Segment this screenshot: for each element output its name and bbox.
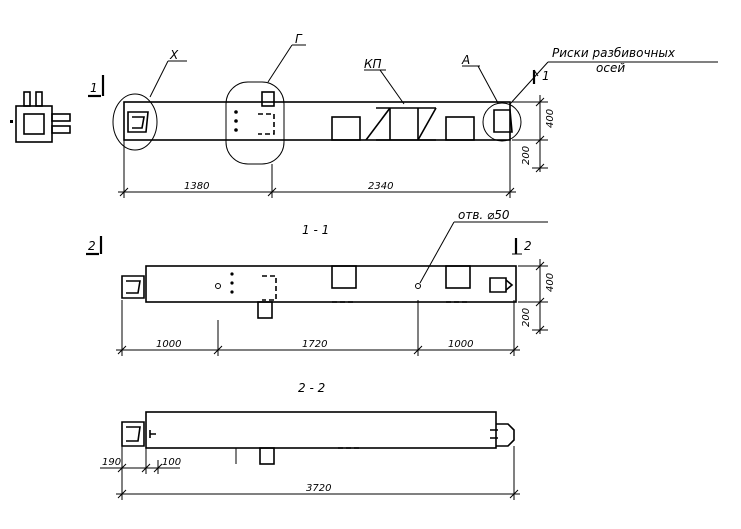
section-mark-2-left: 2 — [86, 236, 103, 256]
view1-offset-dim: 200 — [521, 146, 532, 165]
callout-x: X — [112, 48, 187, 151]
section-mark-2-right: 2 — [512, 238, 532, 255]
view3-small-dim-2: 100 — [162, 457, 181, 468]
view1-height-dim: 400 — [545, 109, 556, 128]
section-1-beam — [145, 265, 517, 303]
section-mark-1-right-label: 1 — [542, 69, 550, 83]
callout-x-label: X — [169, 48, 179, 62]
view1-left-dim: 1380 — [184, 181, 209, 192]
view1-vertical-dims: 400 200 — [512, 95, 556, 173]
risks-note: Риски разбивочных осей — [509, 46, 718, 105]
view2-height-dim: 400 — [545, 273, 556, 292]
callout-g: Г — [225, 32, 306, 165]
section-mark-2-left-label: 2 — [88, 239, 96, 253]
view2-mid-dim: 1720 — [302, 339, 327, 350]
section-1-1-title: 1 - 1 — [302, 223, 329, 237]
risks-note-line2: осей — [596, 61, 625, 75]
section-mark-1-right: 1 — [532, 69, 550, 84]
callout-kp-label: КП — [364, 57, 382, 71]
beam-outline — [123, 101, 511, 141]
callout-a: А — [461, 53, 522, 142]
view2-vertical-dims: 400 200 — [518, 259, 556, 335]
section-mark-1-left-label: 1 — [90, 81, 98, 95]
section-2-2-view: 2 - 2 190 100 3720 — [100, 381, 520, 500]
view3-small-dim-1: 190 — [102, 457, 121, 468]
node-key-icon — [10, 91, 71, 143]
view1-right-dim: 2340 — [368, 181, 393, 192]
opening-2 — [445, 116, 475, 141]
hole-note: отв. ⌀50 — [419, 208, 548, 284]
view2-horizontal-dims: 1000 1720 1000 — [116, 300, 520, 356]
section-1-1-view: 1 - 1 2 2 отв. ⌀50 — [86, 208, 556, 356]
section-2-beam — [145, 411, 497, 449]
view2-left-dim: 1000 — [156, 339, 181, 350]
view3-horizontal-dims: 190 100 3720 — [100, 446, 520, 500]
callout-kp: КП — [364, 57, 437, 141]
section-mark-2-right-label: 2 — [524, 239, 532, 253]
elevation-view: 1 X Г — [88, 32, 718, 198]
callout-g-label: Г — [295, 32, 303, 46]
opening-1 — [331, 116, 361, 141]
callout-a-label: А — [461, 53, 470, 67]
view2-right-dim: 1000 — [448, 339, 473, 350]
risks-note-line1: Риски разбивочных — [552, 46, 676, 60]
section-2-2-title: 2 - 2 — [298, 381, 325, 395]
hole-note-label: отв. ⌀50 — [458, 208, 510, 222]
section-mark-1-left: 1 — [88, 75, 105, 98]
view3-total-dim: 3720 — [306, 483, 331, 494]
view1-horizontal-dims: 1380 2340 — [118, 140, 516, 198]
view2-offset-dim: 200 — [521, 308, 532, 327]
